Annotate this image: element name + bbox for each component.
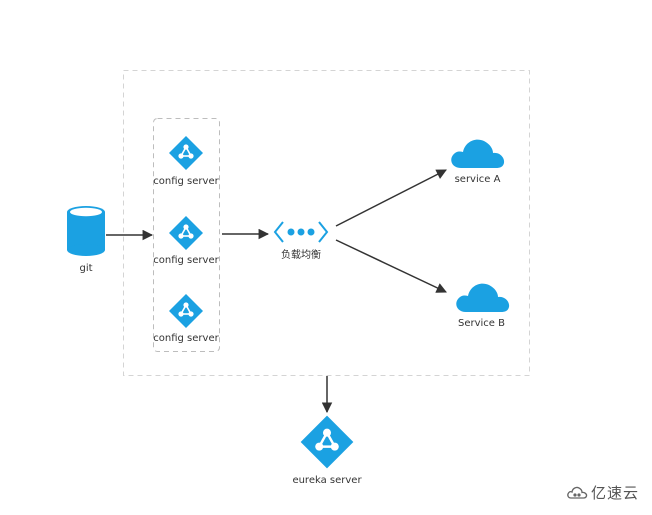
git-label: git: [79, 263, 93, 274]
service-b-label: Service B: [458, 318, 505, 329]
arrow-loadbalancer-to-service-a: [335, 169, 447, 227]
config-server-label: config server: [153, 255, 219, 266]
cluster-boundary: [123, 70, 530, 376]
cloud-icon: [456, 283, 510, 312]
arrow-loadbalancer-to-service-b: [335, 239, 447, 293]
diamond-network-icon: [168, 215, 204, 251]
load-balancer-label: 负载均衡: [281, 250, 321, 261]
diamond-network-icon: [299, 414, 355, 470]
watermark: 亿速云: [566, 484, 639, 502]
config-server-label: config server: [153, 176, 219, 187]
config-server-label: config server: [153, 333, 219, 344]
load-balancer-icon: [273, 221, 329, 243]
config-server-group-boundary: [153, 118, 220, 352]
watermark-text: 亿速云: [591, 484, 640, 502]
cloud-logo-icon: [567, 486, 588, 499]
diamond-network-icon: [168, 135, 204, 171]
cloud-icon: [451, 139, 505, 168]
diamond-network-icon: [168, 293, 204, 329]
eureka-server-label: eureka server: [292, 475, 362, 486]
database-cylinder-icon: [67, 206, 105, 256]
service-a-label: service A: [454, 174, 501, 185]
